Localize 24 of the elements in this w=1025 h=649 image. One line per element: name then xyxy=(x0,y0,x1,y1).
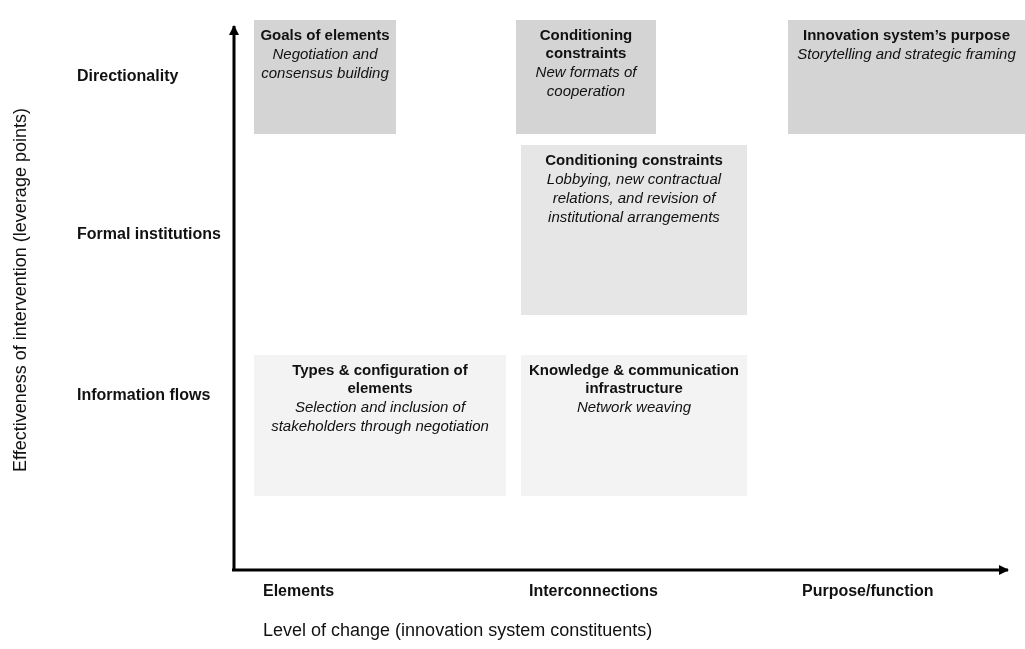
cell-heading: Conditioning constraints xyxy=(544,151,724,169)
cell-description: Network weaving xyxy=(575,397,693,416)
row-label: Formal institutions xyxy=(77,224,222,244)
matrix-cell xyxy=(521,145,747,315)
cell-heading: Types & configuration of elements xyxy=(291,361,469,397)
y-axis-title: Effectiveness of intervention (leverage points) xyxy=(9,108,31,472)
column-label: Elements xyxy=(263,582,335,600)
row-label: Directionality xyxy=(77,66,180,86)
column-label: Interconnections xyxy=(529,582,658,600)
cell-description: Storytelling and strategic framing xyxy=(796,44,1017,63)
cell-description: Negotiation and consensus building xyxy=(260,44,390,82)
matrix-cell xyxy=(788,20,1025,134)
column-label: Purpose/function xyxy=(802,582,934,600)
cell-description: Lobbying, new contractual relations, and revision of institutional arrangements xyxy=(545,169,723,226)
cell-description: New formats of cooperation xyxy=(534,62,639,100)
matrix-cell xyxy=(254,20,396,134)
cell-heading: Conditioning constraints xyxy=(538,26,634,62)
cell-heading: Innovation system’s purpose xyxy=(802,26,1011,44)
row-label: Information flows xyxy=(77,385,212,405)
matrix-cell xyxy=(516,20,656,134)
cell-heading: Knowledge & communication infrastructure xyxy=(528,361,740,397)
cell-description: Selection and inclusion of stakeholders through negotiation xyxy=(270,397,490,435)
cell-heading: Goals of elements xyxy=(259,26,391,44)
x-axis-title: Level of change (innovation system constituents) xyxy=(263,620,653,641)
